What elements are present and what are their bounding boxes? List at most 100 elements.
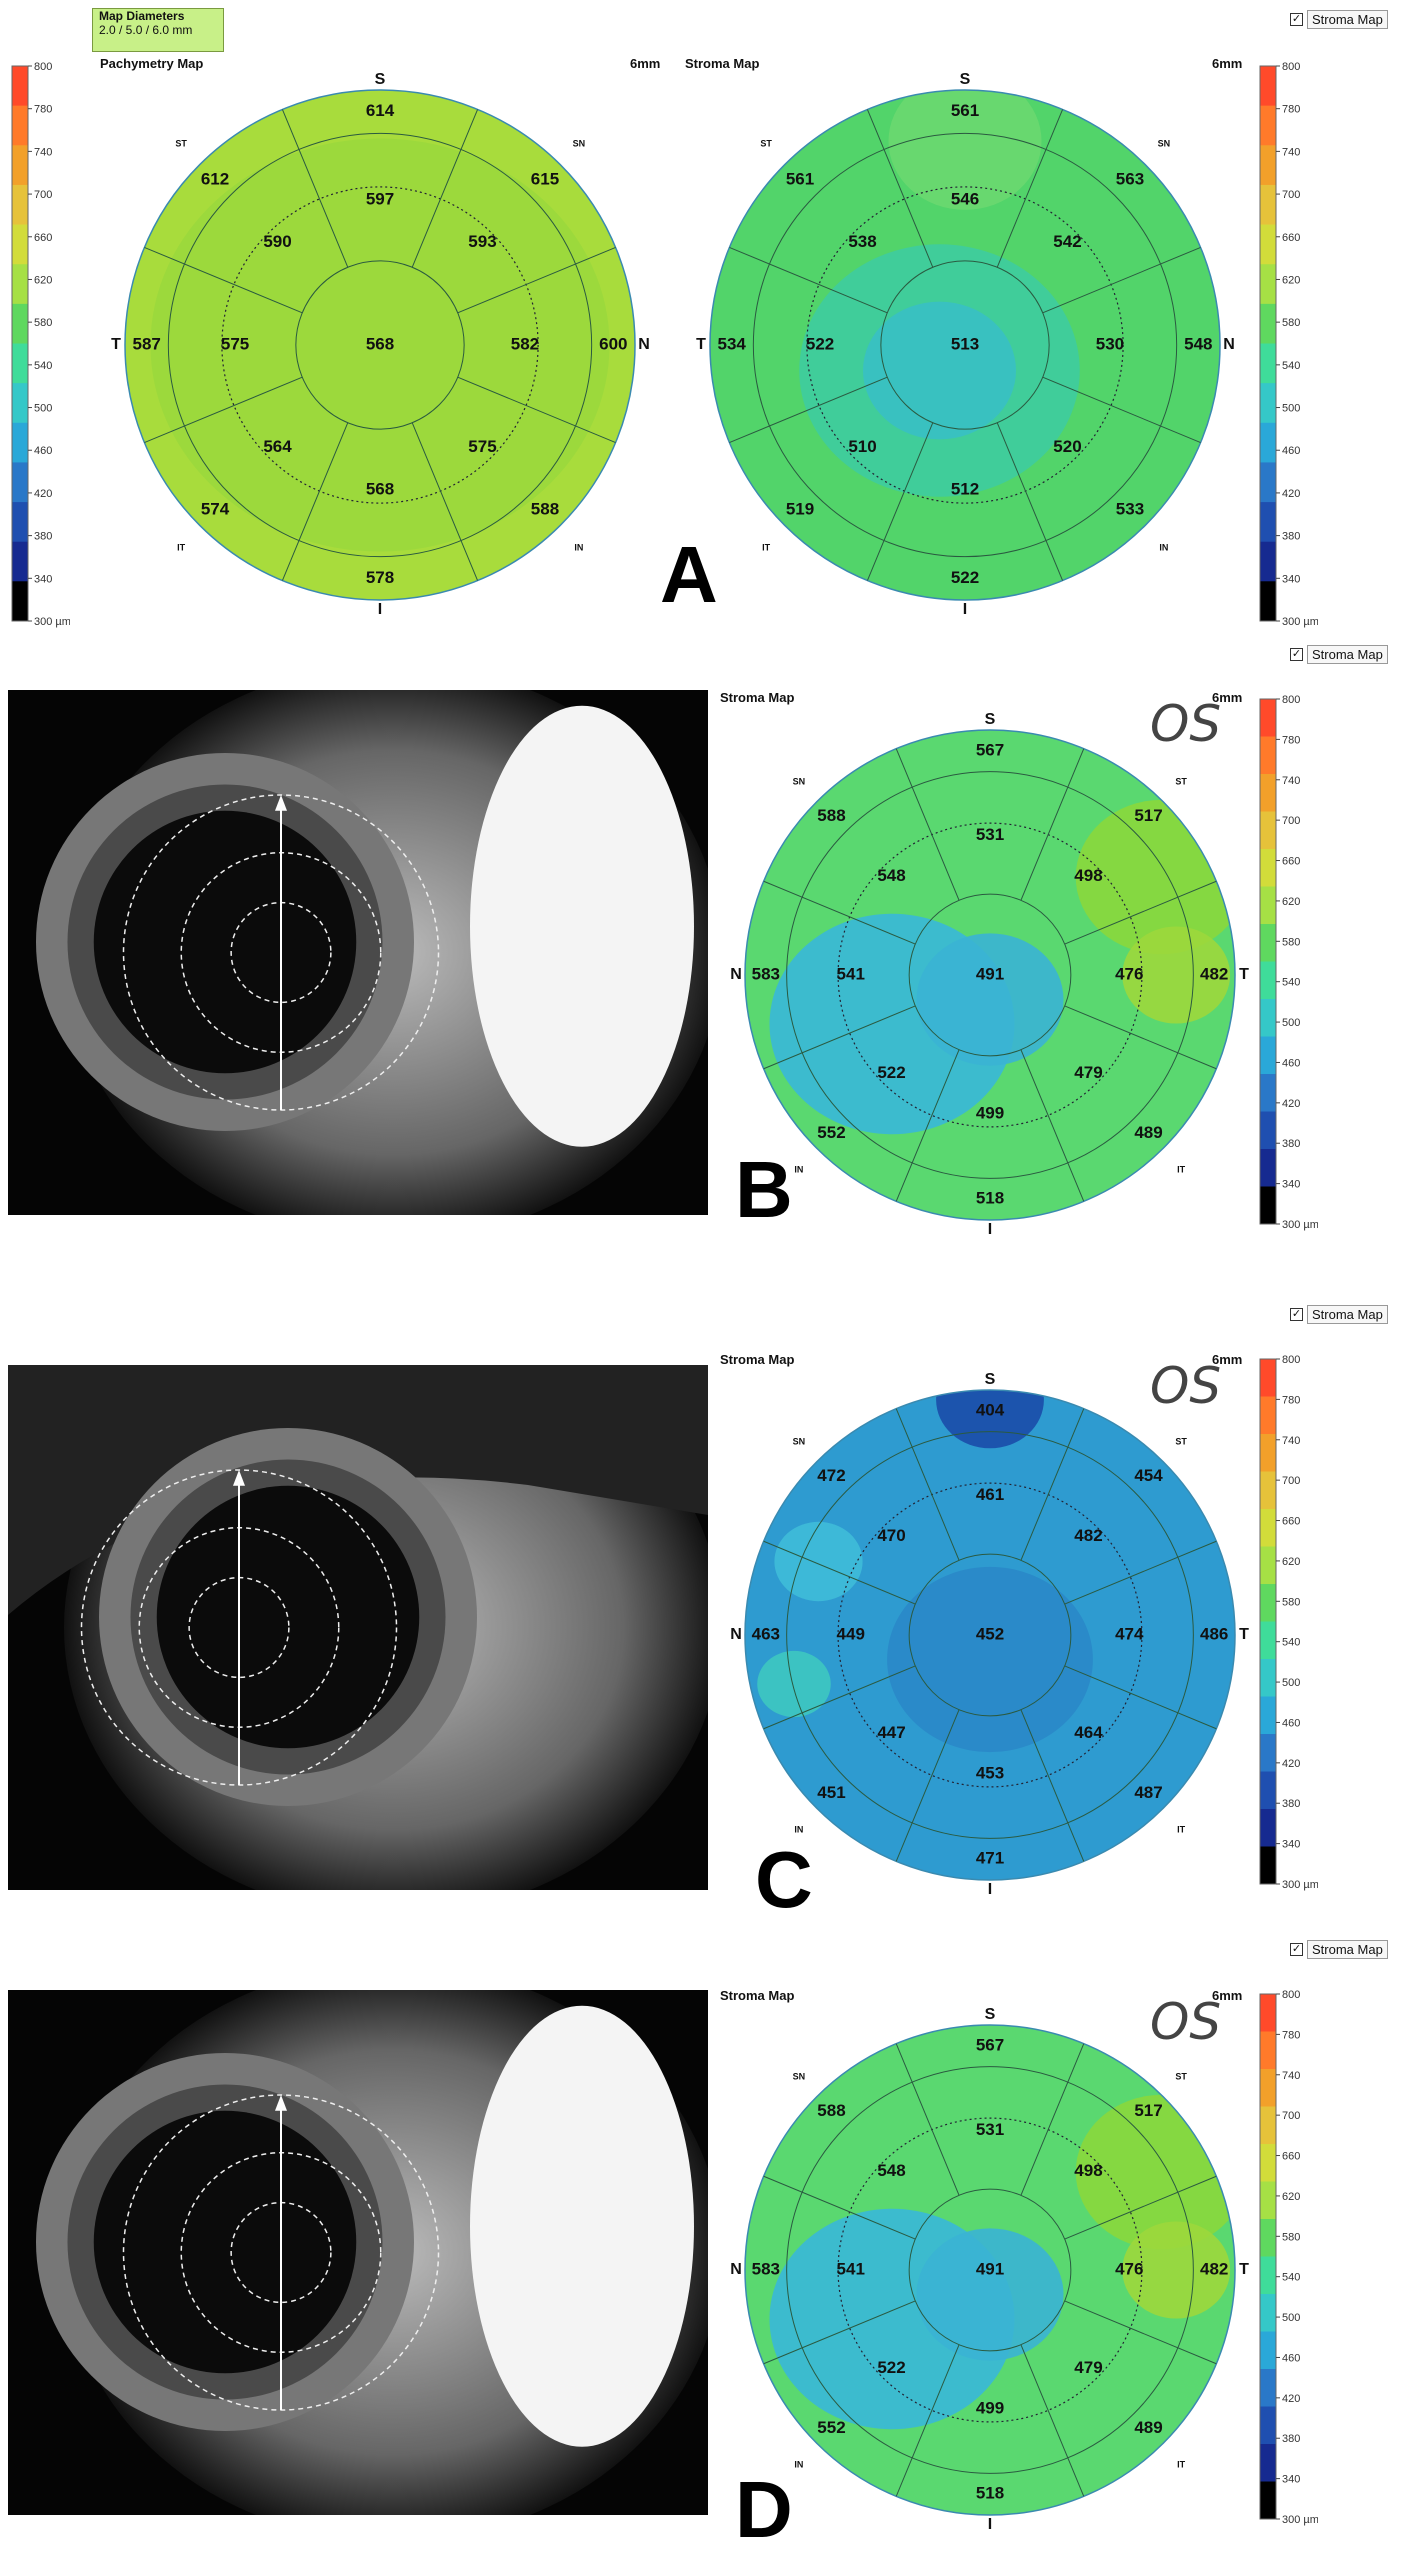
central-thickness-value: 513 — [951, 334, 979, 353]
sector-value-ts: 498 — [1074, 2161, 1102, 2180]
color-scale-a-left: 8007807407006606205805405004604203803403… — [11, 62, 70, 628]
outer-value-oi: 518 — [976, 1189, 1004, 1208]
stroma-map-a: 5135465425305205125105225385615635485335… — [696, 71, 1235, 618]
scale-tick-label: 780 — [1282, 2029, 1300, 2041]
scale-tick-label: 660 — [1282, 856, 1300, 868]
sector-value-ni: 522 — [877, 1063, 905, 1082]
sector-value-ni: 575 — [468, 437, 496, 456]
stroma-map-checkbox-b[interactable]: ✓ Stroma Map — [1290, 645, 1388, 664]
outer-value-ots: 561 — [786, 169, 814, 188]
sector-value-s: 461 — [976, 1485, 1004, 1504]
outer-value-os: 567 — [976, 740, 1004, 759]
outer-value-ot: 482 — [1200, 964, 1228, 983]
scale-tick-label: 580 — [1282, 936, 1300, 948]
scale-tick-label: 380 — [1282, 2433, 1300, 2445]
checkbox-icon[interactable]: ✓ — [1290, 1943, 1303, 1956]
outer-value-oni: 552 — [817, 2418, 845, 2437]
outer-value-oni: 533 — [1116, 499, 1144, 518]
outer-value-ons: 615 — [531, 169, 559, 188]
scale-tick-label: 620 — [1282, 1556, 1300, 1568]
stroma-map-checkbox-a[interactable]: ✓ Stroma Map — [1290, 10, 1388, 29]
outer-value-oi: 578 — [366, 568, 394, 587]
sector-value-n: 530 — [1096, 334, 1124, 353]
stroma-map-title-c: Stroma Map — [720, 1352, 795, 1367]
stroma-map-checkbox-c[interactable]: ✓ Stroma Map — [1290, 1305, 1388, 1324]
orientation-bottom-right: IT — [1177, 2459, 1186, 2469]
stroma-map-title-b: Stroma Map — [720, 690, 795, 705]
scale-tick-label: 700 — [1282, 189, 1300, 201]
checkbox-icon[interactable]: ✓ — [1290, 13, 1303, 26]
scale-tick-label: 420 — [1282, 2393, 1300, 2405]
orientation-bottom-right: IT — [1177, 1164, 1186, 1174]
stroma-map-checkbox-d[interactable]: ✓ Stroma Map — [1290, 1940, 1388, 1959]
outer-value-ots: 517 — [1134, 806, 1162, 825]
panel-letter-d: D — [735, 2465, 793, 2554]
scale-tick-label: 700 — [1282, 2110, 1300, 2122]
outer-value-oi: 522 — [951, 568, 979, 587]
sector-value-ti: 564 — [263, 437, 292, 456]
scale-tick-label: 420 — [34, 488, 52, 500]
scale-tick-label: 460 — [1282, 1717, 1300, 1729]
color-scale-c: 8007807407006606205805405004604203803403… — [1259, 1355, 1318, 1891]
scale-tick-label: 300 µm — [1282, 2514, 1318, 2526]
pachymetry-map: 5685975935825755685645755906146156005885… — [111, 71, 650, 618]
scale-tick-label: 500 — [1282, 1677, 1300, 1689]
eye-label-c: OS — [1150, 1357, 1222, 1415]
checkbox-icon[interactable]: ✓ — [1290, 1308, 1303, 1321]
orientation-bottom-left: IN — [794, 2459, 803, 2469]
central-thickness-value: 491 — [976, 964, 1004, 983]
scale-tick-label: 340 — [1282, 1179, 1300, 1191]
scale-tick-label: 540 — [1282, 360, 1300, 372]
sector-value-n: 541 — [837, 2259, 865, 2278]
outer-value-on: 583 — [752, 964, 780, 983]
central-thickness-value: 491 — [976, 2259, 1004, 2278]
outer-value-on: 463 — [752, 1624, 780, 1643]
pachymetry-map-size: 6mm — [630, 56, 661, 71]
sector-value-ni: 522 — [877, 2358, 905, 2377]
outer-value-ons: 588 — [817, 806, 845, 825]
orientation-bottom-left: IN — [794, 1164, 803, 1174]
scale-tick-label: 780 — [1282, 1394, 1300, 1406]
scale-tick-label: 800 — [34, 62, 52, 73]
checkbox-icon[interactable]: ✓ — [1290, 648, 1303, 661]
scale-tick-label: 780 — [1282, 734, 1300, 746]
scale-tick-label: 500 — [34, 403, 52, 415]
sector-value-s: 597 — [366, 190, 394, 209]
orientation-bottom: I — [988, 1221, 992, 1238]
stroma-map-size-d: 6mm — [1212, 1988, 1243, 2003]
outer-value-oni: 451 — [817, 1783, 845, 1802]
scale-tick-label: 620 — [1282, 2191, 1300, 2203]
sector-value-ts: 590 — [263, 232, 291, 251]
outer-value-oi: 471 — [976, 1849, 1004, 1868]
outer-value-ons: 472 — [817, 1466, 845, 1485]
outer-value-oi: 518 — [976, 2484, 1004, 2503]
orientation-right: N — [638, 336, 650, 353]
outer-value-oti: 519 — [786, 499, 814, 518]
orientation-top-right: ST — [1175, 2071, 1187, 2081]
orientation-bottom-left: IN — [794, 1824, 803, 1834]
orientation-top-left: ST — [760, 138, 772, 148]
sector-value-ts: 498 — [1074, 866, 1102, 885]
stroma-map-size-a: 6mm — [1212, 56, 1243, 71]
orientation-bottom-left: IT — [762, 542, 771, 552]
orientation-top: S — [960, 71, 971, 88]
sector-value-i: 453 — [976, 1764, 1004, 1783]
orientation-top-right: ST — [1175, 1436, 1187, 1446]
scale-tick-label: 700 — [1282, 815, 1300, 827]
panel-letter-c: C — [755, 1835, 813, 1924]
sector-value-t: 476 — [1115, 964, 1143, 983]
eye-label-d: OS — [1150, 1993, 1222, 2051]
sector-value-ts: 538 — [848, 232, 876, 251]
orientation-bottom-left: IT — [177, 542, 186, 552]
panel-letter-b: B — [735, 1145, 793, 1234]
orientation-bottom: I — [988, 1881, 992, 1898]
sector-value-ni: 447 — [877, 1723, 905, 1742]
outer-value-ons: 588 — [817, 2101, 845, 2120]
scale-tick-label: 380 — [34, 531, 52, 543]
sector-value-i: 568 — [366, 479, 394, 498]
orientation-top-left: SN — [793, 1436, 806, 1446]
scale-tick-label: 740 — [1282, 1435, 1300, 1447]
scale-tick-label: 740 — [1282, 146, 1300, 158]
eye-photo-b — [8, 690, 708, 1215]
scale-tick-label: 500 — [1282, 403, 1300, 415]
